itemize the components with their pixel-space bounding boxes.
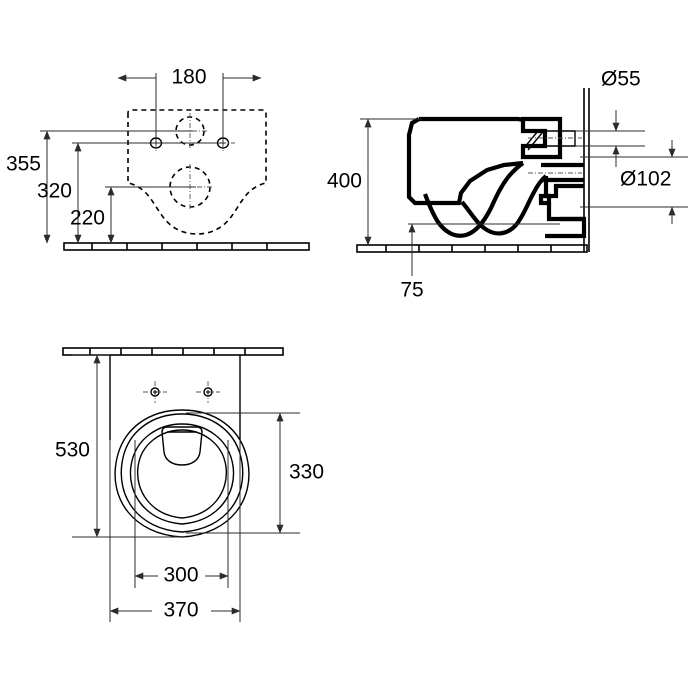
dimension-355: 355 [6, 130, 51, 244]
floor-hatch-front [63, 242, 310, 251]
dimension-75: 75 [400, 223, 424, 302]
wc-hidden-outline-front [127, 109, 267, 235]
dimension-label-75: 75 [400, 279, 423, 302]
dimension-label-180: 180 [171, 66, 206, 89]
dimension-dia-55: Ø55 [575, 68, 645, 167]
dimension-label-300: 300 [163, 564, 198, 587]
flush-plate-plan [161, 426, 203, 466]
ext-lines-180 [155, 73, 224, 145]
dimension-label-320: 320 [37, 180, 72, 203]
dimension-label-dia-102: Ø102 [620, 168, 671, 191]
dimension-label-530: 530 [55, 439, 90, 462]
dimension-220: 220 [70, 186, 115, 244]
view-plan: 530 330 300 370 [55, 347, 324, 622]
ext-lines-vertical-front [40, 130, 226, 188]
dimension-180: 180 [117, 66, 262, 89]
dimension-label-355: 355 [6, 153, 41, 176]
ext-lines-plan [72, 354, 300, 622]
dimension-530: 530 [55, 354, 101, 538]
wall-hatch-plan [62, 347, 284, 356]
floor-hatch-side [356, 244, 588, 253]
dimension-label-dia-55: Ø55 [601, 68, 641, 91]
dimension-label-220: 220 [70, 207, 105, 230]
ceramic-outline-plan [109, 355, 241, 440]
mounting-holes-plan [143, 381, 220, 403]
dimension-label-370: 370 [163, 599, 198, 622]
dimension-370: 370 [109, 599, 241, 622]
dimension-300: 300 [134, 564, 229, 587]
view-front-elevation: 180 355 320 220 [6, 66, 310, 251]
dimension-label-400: 400 [327, 170, 362, 193]
view-side-section: 400 75 Ø55 Ø102 [327, 68, 688, 302]
mounting-hole-left [143, 381, 167, 403]
mounting-hole-right [196, 381, 220, 403]
dimension-320: 320 [37, 142, 82, 244]
dimension-400: 400 [327, 118, 372, 246]
dimension-label-330: 330 [289, 461, 324, 484]
dimension-330: 330 [276, 412, 324, 534]
dimension-dia-102: Ø102 [580, 140, 688, 224]
